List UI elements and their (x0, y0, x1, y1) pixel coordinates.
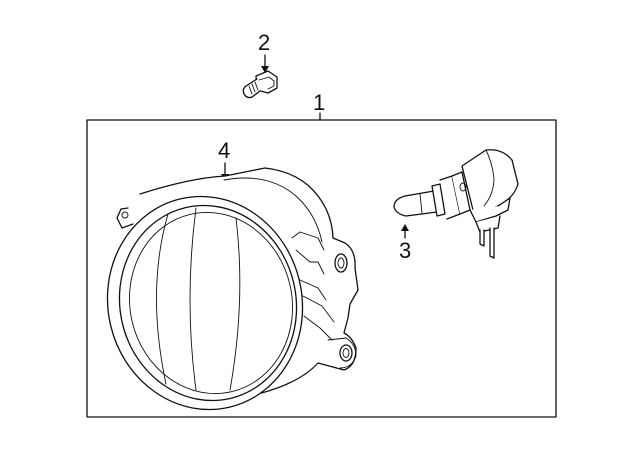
bolt-part (242, 70, 278, 99)
fog-lamp-bulb (393, 149, 519, 259)
assembly-frame (86, 119, 557, 418)
fog-lamp-housing (106, 167, 359, 411)
callout-1-label: 1 (313, 90, 325, 115)
callout-3-arrowhead (401, 224, 409, 231)
callout-2-label: 2 (258, 30, 270, 55)
callout-4-label: 4 (218, 138, 230, 163)
callout-3-label: 3 (399, 238, 411, 263)
callout-2-arrowhead (261, 66, 269, 73)
